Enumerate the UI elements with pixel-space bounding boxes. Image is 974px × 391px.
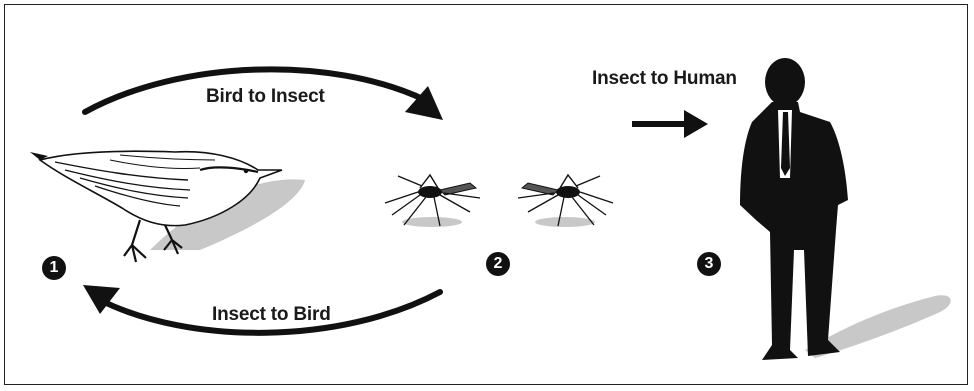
step-3-badge: 3 [697,252,721,276]
mosquito-left-icon [385,175,480,227]
mosquito-right-icon [518,175,613,227]
step-1-badge: 1 [42,256,66,280]
insect-to-bird-label: Insect to Bird [212,304,331,326]
bird-to-insect-label: Bird to Insect [206,86,325,108]
insect-to-human-label: Insect to Human [592,68,737,90]
insect-to-human-arrowhead [684,110,708,138]
human-icon [740,58,951,360]
step-2-badge: 2 [486,252,510,276]
bird-icon [30,151,305,262]
